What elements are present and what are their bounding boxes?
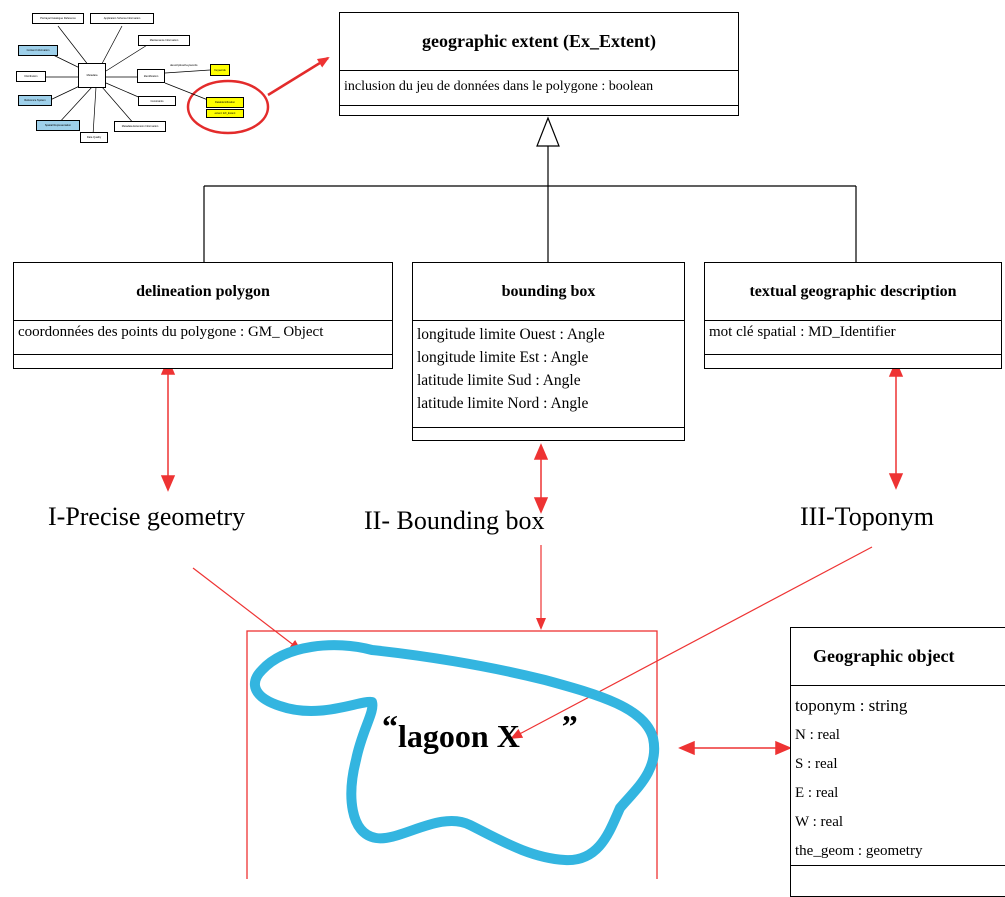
thumbnail-highlight-ellipse bbox=[186, 79, 270, 135]
label-bounding-box: II- Bounding box bbox=[364, 506, 545, 535]
delineation-polygon-attribute: coordonnées des points du polygone : GM_… bbox=[18, 324, 324, 340]
connectors-layer bbox=[160, 56, 904, 879]
label-toponym: III-Toponym bbox=[800, 502, 934, 531]
bounding-box-title: bounding box bbox=[413, 263, 684, 321]
lagoon-outline bbox=[249, 640, 660, 866]
thumbnail-box: Identification bbox=[137, 69, 165, 83]
geographic-object-attributes: toponym : string N : real S : real E : r… bbox=[791, 686, 1005, 866]
thumbnail-box: Reference System bbox=[18, 95, 52, 106]
delineation-polygon-title: delineation polygon bbox=[14, 263, 392, 321]
thumbnail-box: Constraints bbox=[138, 96, 176, 106]
generalization-connector bbox=[203, 116, 857, 262]
geographic-object-attribute-n: N : real bbox=[795, 727, 840, 743]
bounding-box-attributes: longitude limite Ouest : Angle longitude… bbox=[413, 321, 684, 428]
geographic-object-attribute-s: S : real bbox=[795, 756, 838, 772]
lagoon-name-label: “lagoon X ” bbox=[382, 708, 578, 755]
thumbnail-box: Portrayal Catalogue Reference bbox=[32, 13, 84, 24]
thumbnail-pointer-arrow bbox=[267, 56, 330, 97]
bounding-box-attribute-south: latitude limite Sud : Angle bbox=[417, 372, 581, 389]
geographic-object-class: Geographic object toponym : string N : r… bbox=[790, 627, 1005, 897]
geographic-object-title: Geographic object bbox=[791, 628, 1005, 686]
textual-description-attributes: mot clé spatial : MD_Identifier bbox=[705, 321, 1001, 355]
delineation-polygon-class: delineation polygon coordonnées des poin… bbox=[13, 262, 393, 369]
thumbnail-box: extent: EX_Extent bbox=[206, 109, 244, 118]
bounding-box-attribute-north: latitude limite Nord : Angle bbox=[417, 395, 589, 412]
thumbnail-box: Content Information bbox=[18, 45, 58, 56]
arrow-toponym-to-name bbox=[510, 546, 873, 739]
textual-description-class: textual geographic description mot clé s… bbox=[704, 262, 1002, 369]
generalization-triangle bbox=[536, 116, 560, 147]
thumbnail-box: Metadata bbox=[78, 63, 106, 88]
bounding-box-attribute-west: longitude limite Ouest : Angle bbox=[417, 326, 605, 343]
ex-extent-class: geographic extent (Ex_Extent) inclusion … bbox=[339, 12, 739, 116]
label-precise-geometry: I-Precise geometry bbox=[48, 502, 246, 531]
geographic-object-attribute-geom: the_geom : geometry bbox=[795, 843, 923, 859]
geographic-object-attribute-toponym: toponym : string bbox=[795, 696, 908, 715]
thumbnail-box: Distribution bbox=[16, 71, 46, 82]
thumbnail-edge-label: descriptiveKeywords bbox=[170, 63, 198, 67]
lagoon-close-quote: ” bbox=[561, 708, 578, 744]
geographic-object-attribute-e: E : real bbox=[795, 785, 839, 801]
thumbnail-box: Maintenance Information bbox=[138, 35, 190, 46]
derivation-arrows bbox=[192, 545, 873, 739]
thumbnail-box: Spatial Representation bbox=[36, 120, 80, 131]
thumbnail-box: Metadata Extension Information bbox=[114, 121, 166, 132]
thumbnail-boxes: Portrayal Catalogue Reference Application… bbox=[10, 5, 260, 150]
ex-extent-attributes: inclusion du jeu de données dans le poly… bbox=[340, 71, 738, 106]
thumbnail-box: Application Schema Information bbox=[90, 13, 154, 24]
ex-extent-title: geographic extent (Ex_Extent) bbox=[340, 13, 738, 71]
mapping-arrows bbox=[160, 358, 904, 756]
textual-description-attribute: mot clé spatial : MD_Identifier bbox=[709, 324, 896, 340]
bounding-box-attribute-east: longitude limite Est : Angle bbox=[417, 349, 589, 366]
thumbnail-box: Data Quality bbox=[80, 132, 108, 143]
ex-extent-attribute: inclusion du jeu de données dans le poly… bbox=[344, 79, 654, 94]
geographic-object-attribute-w: W : real bbox=[795, 814, 844, 830]
lagoon-bounding-rectangle bbox=[246, 630, 658, 879]
lagoon-open-quote: “ bbox=[382, 708, 398, 744]
arrow-precise-to-outline bbox=[192, 567, 302, 652]
thumbnail-box: Keywords bbox=[210, 64, 230, 76]
bounding-box-class: bounding box longitude limite Ouest : An… bbox=[412, 262, 685, 441]
lagoon-name: lagoon X bbox=[398, 718, 520, 754]
thumbnail-box: DataIdentification bbox=[206, 97, 244, 108]
delineation-polygon-attributes: coordonnées des points du polygone : GM_… bbox=[14, 321, 392, 355]
textual-description-title: textual geographic description bbox=[705, 263, 1001, 321]
